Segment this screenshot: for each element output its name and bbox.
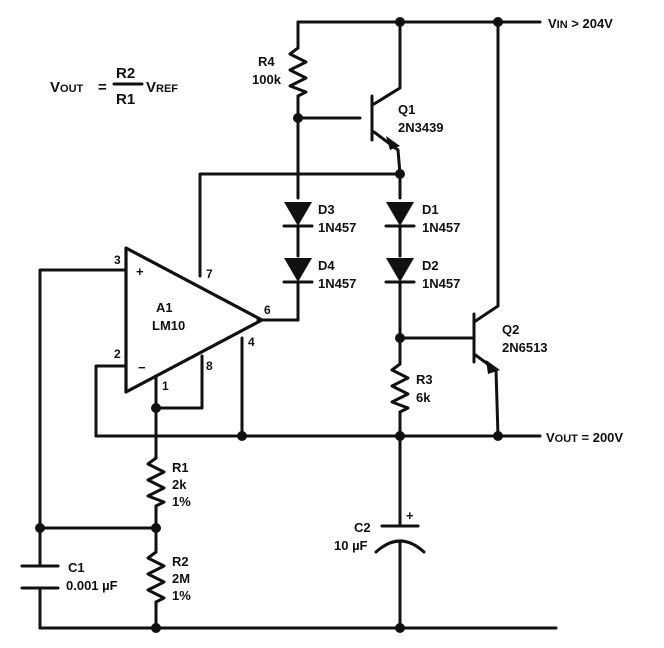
pin-1-label: 1: [162, 379, 169, 393]
formula-equals: =: [98, 79, 107, 96]
opamp-a1: [124, 246, 264, 394]
d4-part: 1N457: [318, 276, 356, 291]
svg-text:VREF: VREF: [146, 79, 178, 96]
r3-value: 6k: [416, 390, 431, 405]
transistor-q2: [472, 312, 500, 374]
resistor-r1: [146, 456, 166, 508]
opamp-ref: A1: [156, 300, 173, 315]
diode-d4: [282, 258, 314, 284]
d2-ref: D2: [422, 258, 439, 273]
formula-rhs-sub: REF: [156, 83, 178, 95]
r4-value: 100k: [252, 72, 282, 87]
diode-d2: [384, 258, 416, 284]
d2-part: 1N457: [422, 276, 460, 291]
q1-ref: Q1: [398, 102, 415, 117]
svg-text:VOUT: VOUT: [50, 79, 84, 96]
junctions: [35, 17, 503, 633]
formula-numerator: R2: [116, 65, 135, 82]
capacitor-c2: [374, 524, 426, 554]
r1-value: 2k: [172, 477, 187, 492]
pin-4-label: 4: [248, 335, 255, 349]
capacitor-c1: [20, 564, 60, 590]
diode-d3: [282, 202, 314, 228]
r2-ref: R2: [172, 554, 189, 569]
opamp-part: LM10: [152, 318, 185, 333]
c2-value: 10 µF: [334, 538, 368, 553]
r1-ref: R1: [172, 460, 189, 475]
formula: VOUT = R2 R1 VREF: [50, 65, 178, 108]
diode-d1: [384, 202, 416, 228]
formula-rhs: V: [146, 79, 156, 96]
resistor-r4: [288, 46, 308, 98]
pin-6-label: 6: [264, 303, 271, 317]
c2-polarity: +: [406, 508, 414, 523]
d1-ref: D1: [422, 202, 439, 217]
opamp-plus-sign: +: [136, 264, 144, 279]
d4-ref: D4: [318, 258, 335, 273]
r2-tolerance: 1%: [172, 588, 191, 603]
c1-ref: C1: [68, 560, 85, 575]
formula-denominator: R1: [116, 91, 135, 108]
pin-2-label: 2: [114, 347, 121, 361]
c1-value: 0.001 µF: [66, 578, 118, 593]
pin-7-label: 7: [206, 267, 213, 281]
r4-ref: R4: [258, 54, 275, 69]
resistor-r2: [146, 550, 166, 604]
q2-part: 2N6513: [502, 340, 548, 355]
d3-ref: D3: [318, 202, 335, 217]
pin-3-label: 3: [114, 253, 121, 267]
opamp-triangle: [124, 246, 264, 394]
q1-part: 2N3439: [398, 120, 444, 135]
vout-label: VOUT = 200V: [546, 430, 623, 445]
r3-ref: R3: [416, 372, 433, 387]
opamp-minus-sign: −: [138, 360, 146, 375]
resistor-r3: [390, 362, 410, 414]
d3-part: 1N457: [318, 220, 356, 235]
formula-lhs: V: [50, 79, 60, 96]
q2-ref: Q2: [502, 322, 519, 337]
d1-part: 1N457: [422, 220, 460, 235]
r1-tolerance: 1%: [172, 494, 191, 509]
wiring: [38, 20, 558, 630]
transistor-q1: [370, 94, 400, 150]
c2-ref: C2: [354, 520, 371, 535]
formula-lhs-sub: OUT: [60, 83, 84, 95]
r2-value: 2M: [172, 571, 190, 586]
vin-label: VIN > 204V: [548, 16, 613, 31]
pin-8-label: 8: [206, 359, 213, 373]
